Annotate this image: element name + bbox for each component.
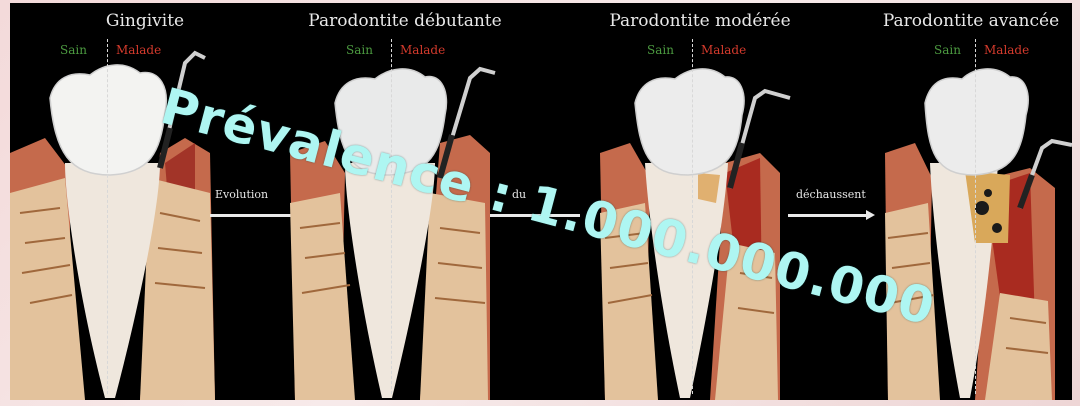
stage-title: Parodontite modérée [590, 11, 810, 31]
stage-title: Gingivite [10, 11, 280, 31]
tooth-illustration-gingivite [10, 3, 280, 400]
sain-label: Sain [647, 43, 674, 57]
divider-line [391, 39, 392, 394]
stage-title: Parodontite avancée [870, 11, 1072, 31]
stage-panel-parodontite-avancee: Parodontite avancée Sain Malade [870, 3, 1072, 400]
arrow-line [788, 214, 868, 217]
stage-title: Parodontite débutante [290, 11, 520, 31]
malade-label: Malade [984, 43, 1029, 57]
malade-label: Malade [400, 43, 445, 57]
sain-label: Sain [60, 43, 87, 57]
malade-label: Malade [116, 43, 161, 57]
illustration-frame: Gingivite Sain Malade Evolution Parodont… [10, 3, 1072, 400]
arrow-label: déchaussent [796, 188, 866, 201]
tooth-illustration-parodontite-avancee [870, 3, 1072, 400]
sain-label: Sain [346, 43, 373, 57]
divider-line [107, 39, 108, 394]
malade-label: Malade [701, 43, 746, 57]
arrow-line [210, 214, 295, 217]
stage-panel-gingivite: Gingivite Sain Malade [10, 3, 280, 400]
divider-line [975, 39, 976, 394]
arrow-label: Evolution [215, 188, 268, 201]
sain-label: Sain [934, 43, 961, 57]
